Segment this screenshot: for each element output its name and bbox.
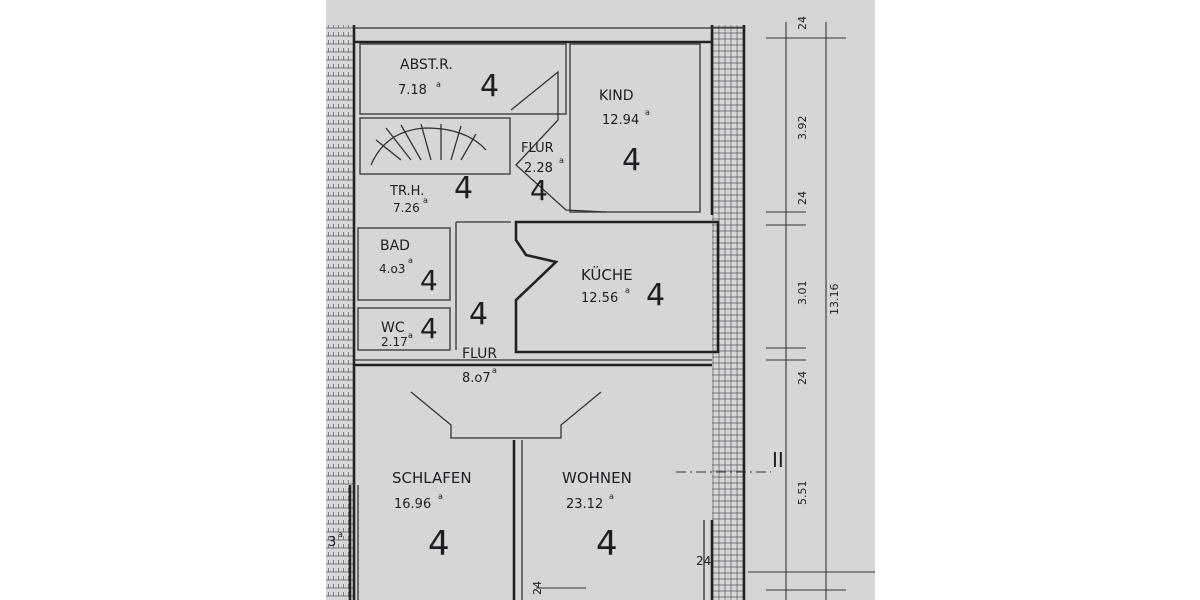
room-code-wc: 4 bbox=[420, 312, 438, 345]
room-code-flur1: 4 bbox=[530, 174, 548, 207]
dim-24-top: 24 bbox=[796, 16, 809, 30]
room-area-schlafen: 16.96 bbox=[394, 497, 431, 512]
dim-3-01: 3.01 bbox=[796, 281, 809, 306]
room-area-unit-kueche: a bbox=[625, 286, 630, 295]
room-area-unit-schlafen: a bbox=[438, 492, 443, 501]
room-name-abstr: ABST.R. bbox=[400, 57, 453, 73]
room-name-kueche: KÜCHE bbox=[581, 265, 633, 284]
room-code-schlafen: 4 bbox=[428, 524, 450, 564]
floor-plan-drawing: ABST.R. 7.18 a 4 KIND 12.94 a 4 FLUR 2.2… bbox=[326, 16, 875, 600]
room-area-wohnen: 23.12 bbox=[566, 497, 603, 512]
wall-bad bbox=[357, 227, 451, 301]
room-area-unit-wohnen: a bbox=[609, 492, 614, 501]
wall-wc bbox=[357, 307, 451, 351]
edge-fragment-label: 3 bbox=[328, 535, 336, 550]
dim-total: 13.16 bbox=[828, 284, 841, 316]
floor-plan-photo: ABST.R. 7.18 a 4 KIND 12.94 a 4 FLUR 2.2… bbox=[326, 0, 875, 600]
wall-kind bbox=[569, 43, 701, 213]
room-code-wohnen: 4 bbox=[596, 524, 618, 564]
room-name-schlafen: SCHLAFEN bbox=[392, 469, 472, 487]
dim-bottom: 24 bbox=[531, 581, 544, 595]
room-name-trh: TR.H. bbox=[389, 184, 424, 199]
room-code-kueche: 4 bbox=[646, 278, 665, 313]
room-code-abstr: 4 bbox=[480, 69, 499, 104]
dim-corner: 24 bbox=[696, 554, 711, 568]
room-area-abstr: 7.18 bbox=[398, 83, 427, 98]
room-code-trh: 4 bbox=[454, 171, 473, 206]
room-name-wc: WC bbox=[381, 320, 405, 336]
room-name-flur2: FLUR bbox=[462, 346, 497, 362]
room-area-flur1: 2.28 bbox=[524, 161, 553, 176]
room-code-kind: 4 bbox=[622, 143, 641, 178]
wall-kueche bbox=[514, 220, 720, 354]
room-area-unit-abstr: a bbox=[436, 80, 441, 89]
room-area-unit-wc: a bbox=[408, 331, 413, 340]
room-area-trh: 7.26 bbox=[393, 201, 420, 215]
dim-5-51: 5.51 bbox=[796, 481, 809, 506]
room-name-kind: KIND bbox=[599, 88, 634, 104]
dimension-lines bbox=[536, 22, 875, 600]
room-area-flur2: 8.o7 bbox=[462, 371, 491, 386]
room-area-unit-trh: a bbox=[423, 196, 428, 205]
room-area-bad: 4.o3 bbox=[379, 262, 405, 276]
room-area-kueche: 12.56 bbox=[581, 291, 618, 306]
room-area-kind: 12.94 bbox=[602, 113, 639, 128]
dim-3-92: 3.92 bbox=[796, 116, 809, 141]
room-area-unit-bad: a bbox=[408, 256, 413, 265]
room-name-flur1: FLUR bbox=[521, 141, 554, 156]
dim-24-low: 24 bbox=[796, 371, 809, 385]
dim-24-mid: 24 bbox=[796, 191, 809, 205]
room-area-wc: 2.17 bbox=[381, 335, 408, 349]
room-area-unit-flur2: a bbox=[492, 366, 497, 375]
room-code-flur2: 4 bbox=[469, 297, 488, 332]
room-area-unit-kind: a bbox=[645, 108, 650, 117]
staircase bbox=[359, 117, 511, 175]
room-code-bad: 4 bbox=[420, 264, 438, 297]
wall-abstr bbox=[359, 43, 567, 115]
room-name-wohnen: WOHNEN bbox=[562, 469, 632, 487]
room-area-unit-flur1: a bbox=[559, 156, 564, 165]
section-marker: II bbox=[772, 448, 784, 472]
room-name-bad: BAD bbox=[380, 238, 410, 254]
edge-fragment-unit: a bbox=[338, 530, 343, 539]
